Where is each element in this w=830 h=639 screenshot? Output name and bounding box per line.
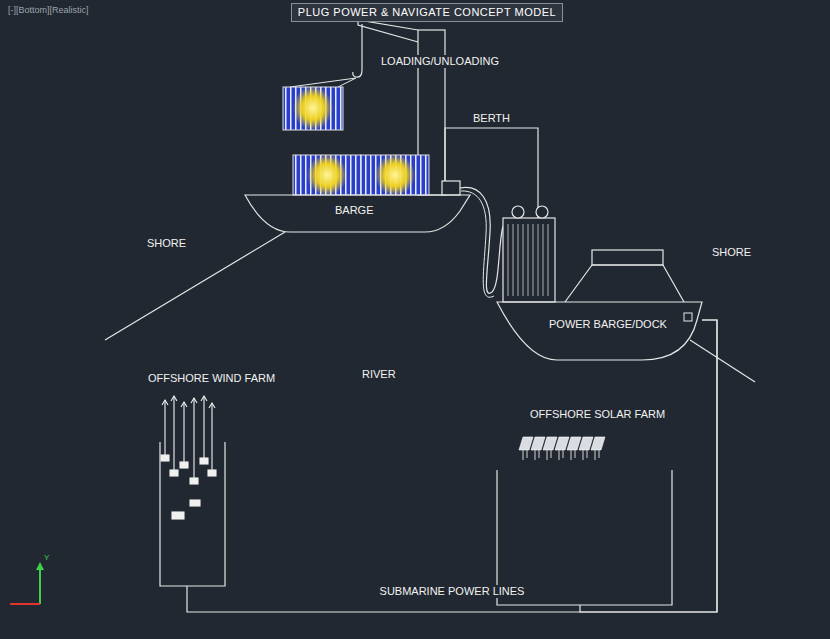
turbine-platform (190, 500, 200, 506)
turbine-blades (162, 400, 168, 405)
crane-jib (358, 20, 418, 42)
solar-panel (555, 437, 569, 450)
solar-panel (531, 437, 545, 450)
superstructure (565, 265, 684, 302)
turbine-platform (180, 462, 188, 468)
fin (548, 224, 549, 296)
plug-socket (684, 313, 692, 321)
fin (538, 224, 539, 296)
shore-line (105, 232, 285, 340)
power-cable (461, 191, 494, 297)
plug-box (442, 181, 460, 195)
shore-line (690, 340, 755, 382)
shore-label: SHORE (147, 237, 186, 250)
fin (523, 224, 524, 296)
solar-panel (591, 437, 605, 450)
node-label: OFFSHORE WIND FARM (148, 372, 275, 385)
crane-label: LOADING/UNLOADING (378, 55, 502, 68)
barge-hull: BARGE (245, 195, 470, 233)
turbine-blades (181, 402, 187, 407)
panel-leg (523, 450, 527, 460)
panel-leg (547, 450, 551, 460)
node-outline (497, 405, 672, 605)
panel-leg (595, 450, 599, 460)
bushing (512, 206, 524, 218)
container (293, 155, 361, 195)
turbine-platform (161, 455, 169, 461)
connector-label: SUBMARINE POWER LINES (378, 585, 527, 598)
turbine-tower (173, 396, 174, 470)
solar-panel (519, 437, 533, 450)
turbine-blades (171, 396, 177, 401)
power-barge-hull: POWER BARGE/DOCK (497, 302, 702, 362)
turbine-tower (203, 396, 204, 458)
solar-panel (543, 437, 557, 450)
diagram-title: PLUG POWER & NAVIGATE CONCEPT MODEL (291, 3, 563, 22)
node-label: BARGE (335, 204, 374, 217)
crane-hook (353, 70, 362, 77)
connector-line (580, 320, 717, 612)
axis-x (10, 603, 40, 605)
solar-panel (567, 437, 581, 450)
turbine-platform (200, 458, 208, 464)
fin (518, 224, 519, 296)
turbine-platform (190, 478, 198, 484)
panel-leg (583, 450, 587, 460)
node-outline (140, 370, 282, 586)
panel-leg (535, 450, 539, 460)
sling (290, 78, 356, 87)
outline (160, 442, 225, 586)
turbine-platform (208, 470, 216, 476)
container-glow (293, 86, 333, 130)
panel-leg (571, 450, 575, 460)
turbine-platform (172, 512, 184, 519)
bushing (536, 206, 548, 218)
container (283, 87, 343, 130)
river-label: RIVER (362, 368, 396, 381)
turbine-tower (193, 398, 194, 478)
outline (245, 195, 470, 232)
solar-farm-area: OFFSHORE SOLAR FARM (497, 405, 672, 605)
fin (508, 224, 509, 296)
panel-leg (559, 450, 563, 460)
fin (528, 224, 529, 296)
fin (533, 224, 534, 296)
fin (513, 224, 514, 296)
wind-turbines (161, 396, 216, 519)
solar-panels (519, 437, 605, 460)
turbine-blades (209, 403, 215, 408)
fin (543, 224, 544, 296)
turbine-tower (164, 400, 165, 455)
connector-label: BERTH (471, 112, 512, 125)
solar-panel (579, 437, 593, 450)
turbine-tower (183, 402, 184, 462)
turbine-platform (170, 470, 178, 476)
container-glow (307, 154, 347, 196)
axis-y (39, 566, 41, 604)
container-glow (375, 154, 415, 196)
shore-label: SHORE (712, 246, 751, 259)
superstructure-top (592, 250, 663, 265)
axis-label: Y (44, 553, 49, 562)
crane-cable (361, 24, 362, 70)
node-outline (497, 302, 702, 362)
wind-farm-area: OFFSHORE WIND FARM (140, 370, 282, 586)
turbine-blades (201, 396, 207, 401)
outline (497, 302, 702, 360)
axis-y-head (36, 562, 44, 570)
connector-line (187, 320, 717, 612)
transformer-fins (508, 224, 548, 296)
turbine-tower (211, 403, 212, 470)
viewport-label: [-][Bottom][Realistic] (8, 4, 89, 17)
container (361, 155, 429, 195)
node-label: OFFSHORE SOLAR FARM (530, 408, 665, 421)
node-label: POWER BARGE/DOCK (549, 318, 667, 331)
turbine-blades (191, 398, 197, 403)
transformer (503, 218, 555, 302)
